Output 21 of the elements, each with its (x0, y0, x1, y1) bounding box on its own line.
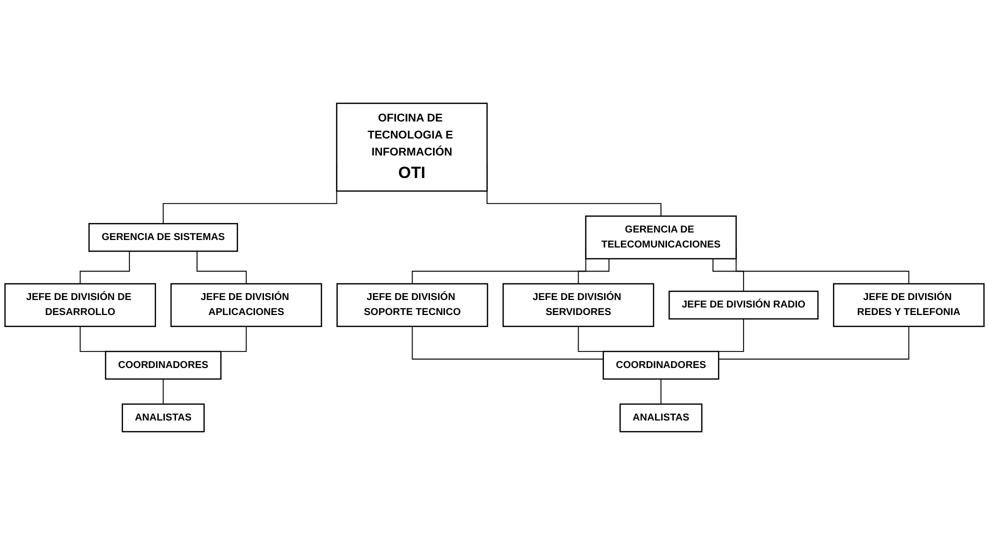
connector (412, 326, 604, 360)
node-box: OFICINA DE TECNOLOGIA E INFORMACIÓN OTI (336, 102, 488, 192)
node-box: ANALISTAS (122, 403, 205, 432)
node-box: JEFE DE DIVISIÓN APLICACIONES (170, 283, 322, 328)
node-box: COORDINADORES (104, 350, 222, 380)
node-box: JEFE DE DIVISIÓN DE DESARROLLO (4, 283, 156, 328)
node-box: GERENCIA DE SISTEMAS (88, 223, 238, 252)
node-box: COORDINADORES (602, 350, 720, 380)
node-box: ANALISTAS (619, 403, 702, 432)
connector (718, 326, 910, 360)
node-box: JEFE DE DIVISIÓN REDES Y TELEFONIA (832, 283, 985, 328)
node-box: GERENCIA DE TELECOMUNICACIONES (585, 216, 737, 260)
connector (712, 258, 744, 292)
connector (162, 378, 164, 405)
node-box: JEFE DE DIVISIÓN SERVIDORES (502, 283, 654, 328)
connector (196, 250, 247, 284)
node-box: JEFE DE DIVISIÓN RADIO (668, 290, 819, 320)
connector (80, 250, 130, 284)
node-box: JEFE DE DIVISIÓN SOPORTE TECNICO (336, 283, 488, 328)
connector (578, 258, 610, 284)
connector (660, 378, 662, 405)
